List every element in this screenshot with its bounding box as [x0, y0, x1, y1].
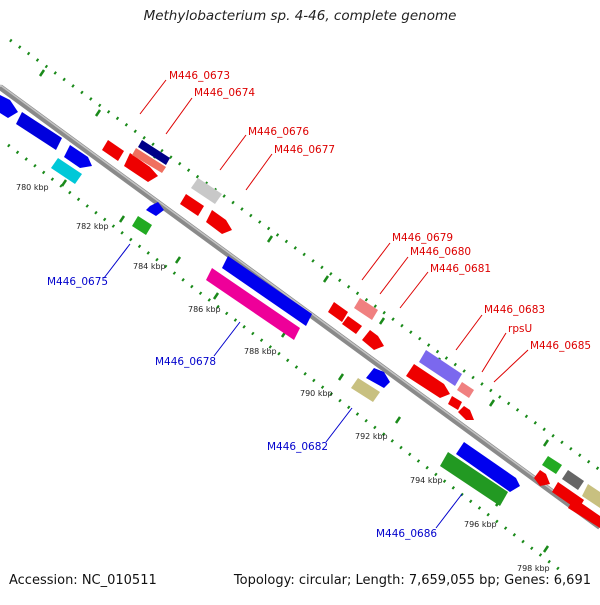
gene-grey-light [191, 178, 222, 204]
leader-line [455, 314, 483, 351]
leader-line [103, 243, 131, 279]
outer-tick [266, 235, 274, 243]
kbp-tick-mark [60, 179, 68, 187]
gene-olive [351, 378, 380, 402]
genome-backbone-highlight [0, 84, 600, 526]
gene-label: M446_0685 [530, 340, 591, 352]
gene-label: M446_0686 [376, 528, 437, 540]
gene-navy [138, 140, 170, 165]
kbp-tick-label: 794 kbp [410, 476, 443, 485]
leader-line [361, 242, 391, 281]
gene-blue-left-2 [16, 112, 62, 150]
leader-line [493, 349, 529, 383]
kbp-tick-label: 792 kbp [355, 432, 388, 441]
kbp-tick-label: 790 kbp [300, 389, 333, 398]
leader-line [213, 321, 241, 357]
outer-tick [38, 69, 46, 77]
outer-tick [378, 317, 386, 325]
plus-leader-lines [139, 79, 529, 383]
kbp-tick-mark [542, 545, 550, 553]
gene-blue-mid [366, 368, 390, 388]
kbp-tick-label: 786 kbp [188, 305, 221, 314]
outer-tick [488, 399, 496, 407]
gene-red-10 [534, 470, 550, 486]
gene-label: M446_0680 [410, 246, 471, 258]
gene-label: M446_0676 [248, 126, 309, 138]
gene-khaki [582, 484, 600, 508]
gene-label: M446_0682 [267, 441, 328, 453]
gene-label: M446_0678 [155, 356, 216, 368]
gene-label: M446_0674 [194, 87, 255, 99]
gene-red-5 [328, 302, 348, 322]
kbp-ticks: 780 kbp 782 kbp 784 kbp 786 kbp 788 kbp … [16, 179, 550, 573]
gene-label: M446_0681 [430, 263, 491, 275]
leader-line [245, 153, 273, 191]
gene-red-1 [102, 140, 124, 161]
gene-blue-long [222, 256, 312, 326]
kbp-tick-label: 780 kbp [16, 183, 49, 192]
gene-label: M446_0675 [47, 276, 108, 288]
gene-red-6 [342, 316, 362, 334]
gene-magenta [206, 268, 300, 340]
gene-red-4 [206, 210, 232, 234]
inner-dotted-guide [7, 143, 561, 572]
leader-line [379, 256, 409, 295]
genome-title: Methylobacterium sp. 4-46, complete geno… [143, 8, 457, 24]
gene-green-small [132, 216, 152, 235]
plus-gene-labels: M446_0673 M446_0674 M446_0676 M446_0677 … [169, 70, 591, 352]
outer-dotted-guide [9, 38, 600, 472]
leader-line [165, 97, 193, 135]
minus-gene-labels: M446_0675 M446_0678 M446_0682 M446_0686 [47, 276, 437, 540]
gene-blue-tiny [146, 202, 164, 216]
gene-cyan [51, 158, 82, 184]
gene-label: M446_0679 [392, 232, 453, 244]
leader-line [139, 79, 167, 115]
gene-red-3 [180, 194, 204, 216]
minus-leader-lines [103, 243, 463, 529]
genome-summary: Topology: circular; Length: 7,659,055 bp… [233, 573, 591, 588]
gene-label: M446_0673 [169, 70, 230, 82]
outer-tick [542, 439, 550, 447]
kbp-tick-mark [118, 215, 126, 223]
gene-label: rpsU [508, 323, 532, 335]
outer-tick [94, 109, 102, 117]
kbp-tick-mark [174, 256, 182, 264]
gene-features [0, 95, 600, 528]
kbp-tick-mark [212, 292, 220, 300]
accession-label: Accession: NC_010511 [9, 573, 157, 588]
gene-pink [354, 298, 378, 320]
gene-red-2 [124, 153, 158, 182]
kbp-tick-label: 796 kbp [464, 520, 497, 529]
gene-green-long [440, 452, 508, 506]
outer-tick [322, 275, 330, 283]
gene-blue-small [64, 145, 92, 168]
gene-label: M446_0677 [274, 144, 335, 156]
gene-red-8 [406, 364, 450, 398]
gene-violet [419, 350, 462, 386]
kbp-tick-mark [337, 373, 345, 381]
leader-line [399, 271, 429, 309]
leader-line [481, 332, 507, 373]
leader-line [325, 407, 353, 443]
kbp-tick-mark [394, 416, 402, 424]
leader-line [435, 493, 463, 529]
kbp-tick-label: 782 kbp [76, 222, 109, 231]
gene-pink-small [457, 382, 474, 398]
gene-blue-left [0, 95, 18, 118]
gene-red-12 [568, 498, 600, 528]
gene-red-7 [362, 330, 384, 350]
gene-green-right [542, 456, 562, 474]
leader-line [219, 134, 247, 171]
gene-red-9 [448, 396, 462, 410]
gene-red-9b [458, 406, 474, 420]
gene-salmon-1 [132, 148, 166, 173]
gene-blue-3 [456, 442, 520, 492]
kbp-tick-label: 788 kbp [244, 347, 277, 356]
kbp-tick-label: 784 kbp [133, 262, 166, 271]
kbp-tick-label: 798 kbp [517, 564, 550, 573]
gene-label: M446_0683 [484, 304, 545, 316]
gene-grey-dark [562, 470, 584, 490]
